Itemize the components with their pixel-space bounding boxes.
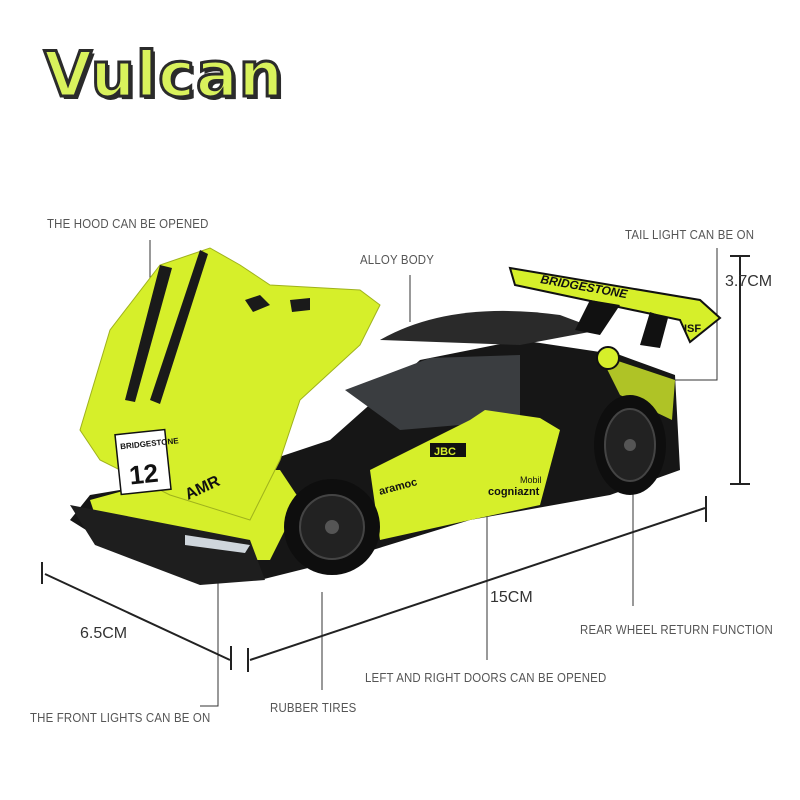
tail-light-leader — [672, 248, 718, 381]
hood-label: THE HOOD CAN BE OPENED — [47, 216, 209, 231]
front-lights-leader — [200, 552, 219, 707]
height-dimension — [730, 255, 750, 485]
product-title: Vulcan — [43, 37, 285, 113]
door-sponsor-decal: cogniaznt — [488, 486, 540, 498]
roof — [380, 310, 600, 345]
door-brand-decal: JBC — [434, 446, 456, 458]
windshield — [345, 355, 520, 430]
width-dimension — [41, 562, 232, 670]
width-dimension-label: 6.5CM — [80, 625, 128, 642]
headlight — [185, 535, 250, 553]
front-lights-label: THE FRONT LIGHTS CAN BE ON — [30, 710, 211, 725]
door — [370, 410, 560, 540]
rear-wheel — [594, 395, 666, 495]
rear-wheel-label: REAR WHEEL RETURN FUNCTION — [580, 622, 773, 637]
length-dimension — [247, 496, 707, 672]
front-wheel — [284, 479, 380, 575]
hood-stripes — [125, 250, 208, 404]
body-label: ALLOY BODY — [360, 252, 435, 267]
wing-end-decal: ISF — [684, 323, 701, 335]
car: BRIDGESTONE ISF JBC Mobil cogniaznt aram… — [70, 247, 722, 585]
height-dimension-label: 3.7CM — [725, 273, 773, 290]
dimension-lines — [41, 255, 750, 672]
tail-light-label: TAIL LIGHT CAN BE ON — [625, 227, 755, 242]
race-number: 12 — [128, 458, 160, 491]
door-mobil-decal: Mobil — [520, 475, 542, 485]
doors-label: LEFT AND RIGHT DOORS CAN BE OPENED — [365, 670, 607, 685]
leader-lines — [149, 240, 718, 707]
splitter — [70, 505, 265, 585]
tires-label: RUBBER TIRES — [270, 700, 357, 715]
length-dimension-label: 15CM — [490, 589, 533, 606]
